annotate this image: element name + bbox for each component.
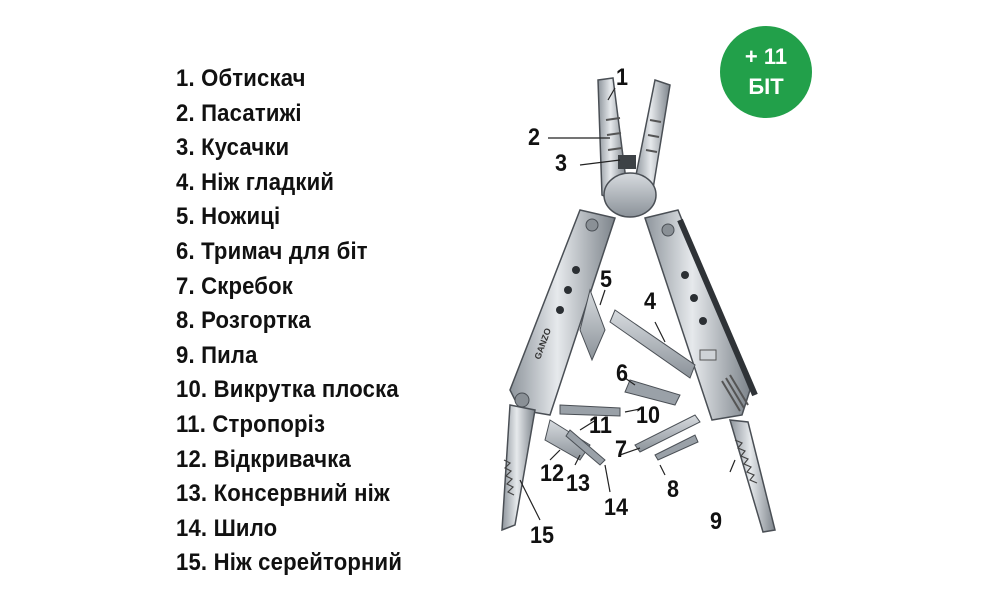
parts-list: 1. Обтискач 2. Пасатижі 3. Кусачки 4. Ні… [176, 62, 422, 581]
scraper [634, 414, 701, 453]
part-item: 7. Скребок [176, 272, 294, 300]
badge-label: БІТ [748, 74, 784, 99]
part-item: 2. Пасатижі [176, 99, 302, 127]
pivot [603, 172, 657, 218]
callout-3: 3 [555, 150, 568, 177]
bit-holder [624, 379, 681, 406]
bottle-opener [544, 419, 591, 461]
handle-right [644, 209, 751, 421]
badge-count: + 11 [744, 44, 788, 69]
part-item: 14. Шило [176, 514, 278, 542]
part-item: 5. Ножиці [176, 203, 281, 231]
callout-2: 2 [528, 124, 541, 151]
part-item: 9. Пила [176, 341, 258, 369]
scissors [579, 288, 606, 362]
multitool-illustration: GANZO [501, 77, 776, 533]
callout-1: 1 [616, 64, 629, 91]
part-item: 3. Кусачки [176, 134, 290, 162]
knife-smooth [609, 309, 696, 379]
part-item: 13. Консервний ніж [176, 480, 390, 508]
part-item: 12. Відкривачка [176, 445, 351, 473]
part-item: 11. Стропоріз [176, 410, 326, 438]
part-item: 6. Тримач для біт [176, 237, 368, 265]
screwdriver-flat [559, 404, 621, 417]
part-item: 15. Ніж серейторний [176, 549, 403, 577]
part-item: 4. Ніж гладкий [176, 168, 335, 196]
callout-11: 11 [589, 412, 612, 439]
reamer [654, 434, 699, 461]
callout-6: 6 [616, 360, 629, 387]
callout-4: 4 [644, 288, 657, 315]
part-item: 1. Обтискач [176, 65, 306, 92]
callout-10: 10 [636, 402, 661, 429]
callout-7: 7 [615, 436, 628, 463]
callout-8: 8 [667, 476, 680, 503]
callout-14: 14 [604, 494, 629, 521]
part-item: 10. Викрутка плоска [176, 376, 399, 404]
callout-13: 13 [566, 470, 591, 497]
callout-12: 12 [540, 460, 565, 487]
callout-9: 9 [710, 508, 723, 535]
awl [565, 429, 606, 466]
part-item: 8. Розгортка [176, 307, 311, 335]
knife-serrated [501, 404, 536, 532]
bit-count-badge: + 11 БІТ [720, 26, 812, 118]
callout-15: 15 [530, 522, 555, 549]
callout-5: 5 [600, 266, 613, 293]
